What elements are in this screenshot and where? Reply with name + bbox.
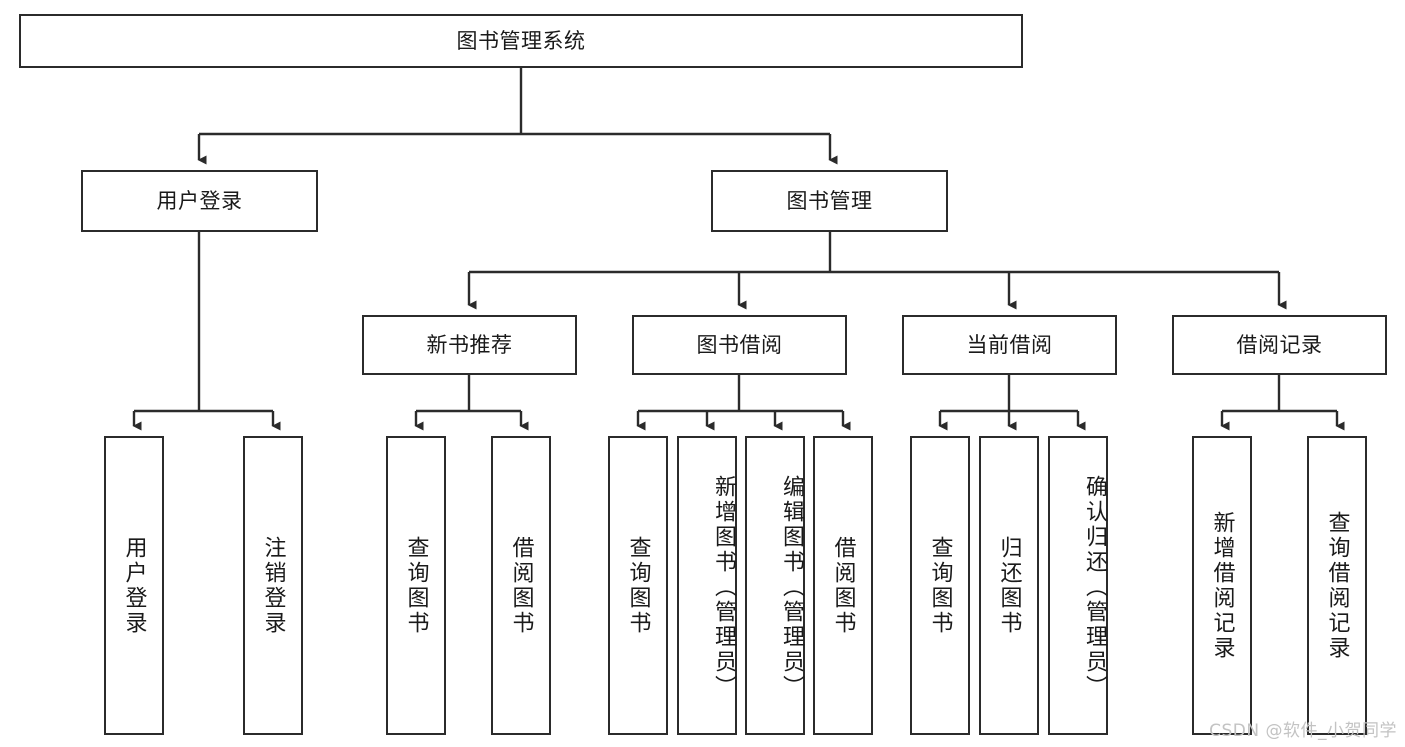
node-label: 查询图书 (625, 535, 651, 636)
edge-current-borrow-to-leaves (938, 375, 1086, 431)
node-book-management[interactable]: 图书管理 (711, 170, 948, 232)
node-label: 新书推荐 (426, 332, 513, 357)
leaf-query-book-borrow[interactable]: 查询图书 (608, 436, 668, 735)
watermark-text: CSDN @软件_小贺同学 (1209, 721, 1397, 741)
leaf-query-book-recommend[interactable]: 查询图书 (386, 436, 446, 735)
node-label: 借阅图书 (508, 535, 534, 636)
node-label: 图书管理系统 (456, 28, 586, 53)
node-label: 图书管理 (786, 188, 873, 213)
leaf-user-login[interactable]: 用户登录 (104, 436, 164, 735)
leaf-edit-book-admin[interactable]: 编辑图书（管理员） (745, 436, 805, 735)
node-user-login[interactable]: 用户登录 (81, 170, 318, 232)
node-label: 查询图书 (403, 535, 429, 636)
leaf-logout-login[interactable]: 注销登录 (243, 436, 303, 735)
leaf-add-book-admin[interactable]: 新增图书（管理员） (677, 436, 737, 735)
node-label: 编辑图书（管理员） (779, 475, 804, 700)
leaf-query-book-current[interactable]: 查询图书 (910, 436, 970, 735)
edge-book-mgmt-to-level3 (467, 232, 1287, 310)
leaf-confirm-return-admin[interactable]: 确认归还（管理员） (1048, 436, 1108, 735)
edge-root-to-level2 (197, 68, 838, 165)
node-label: 注销登录 (260, 535, 286, 636)
leaf-query-borrow-record[interactable]: 查询借阅记录 (1307, 436, 1367, 735)
leaf-borrow-book[interactable]: 借阅图书 (813, 436, 873, 735)
node-label: 借阅记录 (1236, 332, 1323, 357)
node-label: 新增图书（管理员） (711, 475, 736, 700)
node-label: 借阅图书 (830, 535, 856, 636)
node-label: 图书借阅 (696, 332, 783, 357)
node-label: 用户登录 (156, 188, 243, 213)
node-book-borrow[interactable]: 图书借阅 (632, 315, 847, 375)
node-borrow-record[interactable]: 借阅记录 (1172, 315, 1387, 375)
node-current-borrow[interactable]: 当前借阅 (902, 315, 1117, 375)
node-label: 归还图书 (996, 535, 1022, 636)
node-label: 确认归还（管理员） (1082, 475, 1107, 700)
edge-borrow-record-to-leaves (1220, 375, 1345, 431)
edge-book-borrow-to-leaves (636, 375, 851, 431)
leaf-add-borrow-record[interactable]: 新增借阅记录 (1192, 436, 1252, 735)
leaf-borrow-book-recommend[interactable]: 借阅图书 (491, 436, 551, 735)
edge-user-login-to-leaves (132, 232, 281, 431)
leaf-return-book[interactable]: 归还图书 (979, 436, 1039, 735)
node-label: 用户登录 (121, 535, 147, 636)
node-label: 查询借阅记录 (1324, 510, 1350, 661)
edge-new-book-to-leaves (414, 375, 529, 431)
node-label: 新增借阅记录 (1209, 510, 1235, 661)
node-new-book-recommend[interactable]: 新书推荐 (362, 315, 577, 375)
node-label: 查询图书 (927, 535, 953, 636)
node-label: 当前借阅 (966, 332, 1053, 357)
node-root-system[interactable]: 图书管理系统 (19, 14, 1023, 68)
